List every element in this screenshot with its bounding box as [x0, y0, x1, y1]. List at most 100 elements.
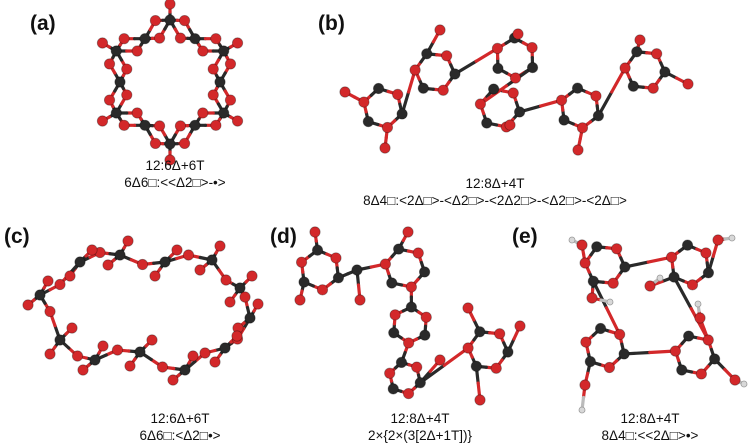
carbon-atom	[89, 354, 101, 366]
oxygen-atom	[555, 94, 568, 106]
oxygen-atom	[411, 361, 423, 373]
carbon-atom	[54, 334, 66, 346]
carbon-atom	[514, 106, 526, 118]
carbon-atom	[627, 80, 639, 92]
carbon-atom	[189, 119, 201, 131]
oxygen-atom	[514, 320, 526, 332]
oxygen-atom	[402, 388, 415, 400]
oxygen-atom	[682, 78, 694, 90]
carbon-atom	[421, 48, 433, 60]
carbon-atom	[110, 45, 122, 57]
formula-a: 12:6Δ+6T	[145, 158, 205, 173]
carbon-atom	[702, 267, 715, 279]
oxygen-atom	[224, 296, 236, 308]
carbon-atom	[387, 383, 399, 395]
carbon-atom	[405, 301, 417, 313]
carbon-atom	[110, 107, 122, 119]
carbon-atom	[114, 76, 126, 88]
oxygen-atom	[231, 330, 243, 342]
oxygen-atom	[171, 244, 183, 256]
formula-c: 12:6Δ+6T	[150, 411, 210, 426]
oxygen-atom	[579, 379, 591, 391]
oxygen-atom	[96, 115, 109, 127]
oxygen-atom	[403, 337, 415, 349]
oxygen-atom	[149, 137, 162, 150]
carbon-atom	[139, 33, 151, 45]
oxygen-atom	[174, 32, 187, 44]
oxygen-atom	[210, 119, 222, 131]
oxygen-atom	[379, 142, 391, 154]
oxygen-atom	[102, 259, 114, 271]
oxygen-atom	[54, 278, 66, 291]
caption-b: 12:8Δ+4T 8Δ4□:<2Δ□>-<Δ2□>-<2Δ2□>-<Δ2□>-<…	[300, 175, 690, 209]
panel-label-d: (d)	[270, 225, 297, 248]
oxygen-atom	[121, 63, 133, 75]
oxygen-atom	[207, 63, 219, 75]
bond	[672, 275, 693, 311]
carbon-atom	[386, 277, 398, 289]
hydrogen-atom	[694, 300, 702, 308]
oxygen-atom	[153, 32, 166, 44]
oxygen-atom	[490, 362, 502, 374]
oxygen-atom	[71, 350, 84, 362]
carbon-atom	[683, 330, 695, 342]
oxygen-atom	[434, 24, 446, 36]
oxygen-atom	[409, 64, 421, 76]
carbon-atom	[218, 45, 230, 57]
oxygen-atom	[164, 0, 176, 10]
oxygen-atom	[174, 120, 187, 132]
oxygen-atom	[420, 311, 432, 323]
oxygen-atom	[231, 115, 244, 127]
oxygen-atom	[66, 322, 78, 334]
oxygen-atom	[700, 247, 712, 259]
oxygen-atom	[122, 235, 134, 247]
carbon-atom	[244, 312, 256, 324]
carbon-atom	[474, 326, 486, 338]
oxygen-atom	[405, 281, 417, 293]
oxygen-atom	[167, 374, 179, 386]
carbon-atom	[526, 61, 539, 74]
notation-d: 2×{2×(3[2Δ+1T])}	[368, 428, 472, 443]
oxygen-atom	[187, 350, 199, 362]
oxygen-atom	[702, 334, 714, 346]
oxygen-atom	[526, 41, 538, 54]
oxygen-atom	[136, 258, 149, 271]
carbon-atom	[179, 364, 191, 376]
carbon-atom	[351, 264, 363, 276]
oxygen-atom	[494, 328, 506, 340]
carbon-atom	[164, 14, 176, 26]
oxygen-atom	[402, 226, 414, 238]
caption-a: 12:6Δ+6T 6Δ6□:<<Δ2□>-•>	[85, 157, 265, 191]
oxygen-atom	[576, 239, 588, 251]
carbon-atom	[492, 62, 504, 75]
oxygen-atom	[309, 226, 321, 238]
carbon-atom	[470, 360, 482, 372]
oxygen-atom	[665, 251, 678, 263]
oxygen-atom	[118, 119, 130, 131]
carbon-atom	[189, 33, 201, 45]
notation-e: 8Δ4□:<<2Δ□>•>	[601, 428, 699, 443]
oxygen-atom	[603, 361, 616, 374]
carbon-atom	[502, 346, 514, 358]
oxygen-atom	[164, 154, 176, 166]
oxygen-atom	[474, 98, 486, 110]
carbon-atom	[417, 82, 429, 94]
oxygen-atom	[379, 258, 391, 270]
caption-e: 12:8Δ+4T 8Δ4□:<<2Δ□>•>	[560, 410, 740, 444]
oxygen-atom	[647, 82, 659, 94]
oxygen-atom	[339, 86, 351, 98]
carbon-atom	[558, 114, 570, 126]
oxygen-atom	[512, 28, 524, 40]
carbon-atom	[592, 110, 605, 122]
oxygen-atom	[614, 328, 626, 341]
carbon-atom	[139, 119, 151, 131]
oxygen-atom	[146, 334, 158, 346]
oxygen-atom	[156, 361, 169, 373]
carbon-atom	[372, 82, 385, 95]
carbon-atom	[298, 276, 310, 288]
hydrogen-atom	[568, 236, 576, 244]
carbon-atom	[159, 256, 171, 268]
oxygen-atom	[182, 249, 195, 261]
